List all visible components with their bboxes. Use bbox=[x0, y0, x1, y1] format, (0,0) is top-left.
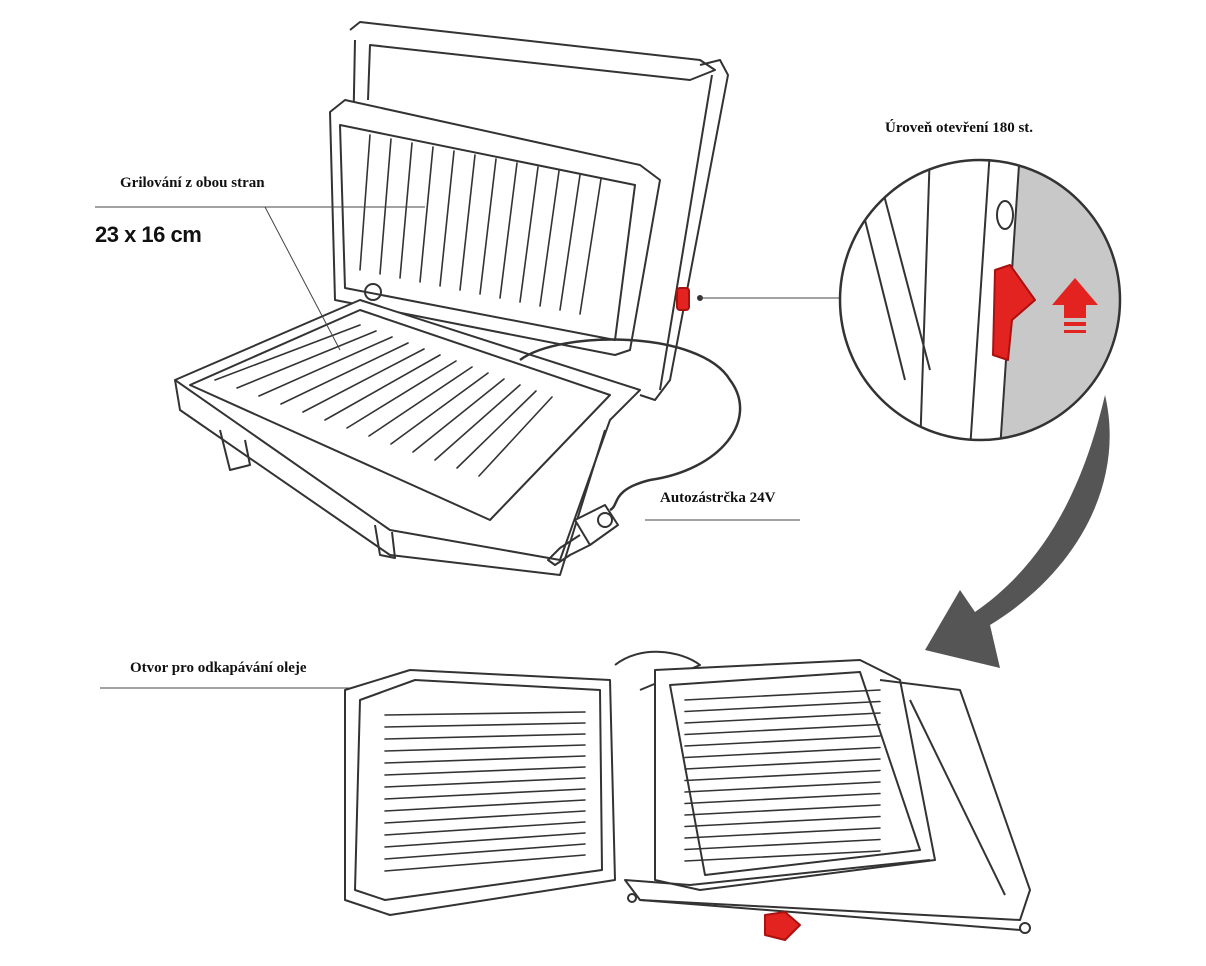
grill-ridge bbox=[684, 746, 881, 759]
latch-detail-magnifier bbox=[838, 158, 1122, 442]
grill-ridge bbox=[684, 769, 881, 782]
label-car-plug: Autozástrčka 24V bbox=[660, 490, 776, 506]
grill-ridge bbox=[359, 134, 371, 271]
grill-ridge bbox=[684, 735, 881, 747]
grill-ridge bbox=[499, 162, 518, 299]
label-dimensions: 23 x 16 cm bbox=[95, 222, 202, 247]
grill-ridge bbox=[384, 832, 586, 848]
grill-ridge bbox=[519, 166, 539, 303]
grill-ridge bbox=[384, 810, 586, 824]
grill-ridge bbox=[384, 766, 586, 776]
label-oil-drain: Otvor pro odkapávání oleje bbox=[130, 660, 307, 676]
grill-ridge bbox=[684, 804, 881, 816]
grill-ridge bbox=[684, 781, 881, 793]
grill-ridge bbox=[384, 788, 586, 800]
grill-ridge bbox=[324, 354, 441, 421]
grill-ridge bbox=[684, 723, 881, 736]
grill-ridge bbox=[479, 158, 497, 295]
grill-ridge bbox=[280, 342, 409, 405]
grill-ridge bbox=[384, 733, 586, 740]
grill-ridge bbox=[684, 712, 881, 724]
grill-ridge bbox=[214, 324, 361, 381]
grill-ridge bbox=[384, 711, 586, 716]
grill-ridge bbox=[684, 758, 881, 770]
grill-ridge bbox=[684, 827, 881, 839]
grill-ridge bbox=[384, 821, 586, 836]
grill-ridge bbox=[384, 799, 586, 812]
grill-ridge bbox=[478, 396, 553, 477]
open-grill-upright bbox=[174, 21, 742, 576]
grill-ridge bbox=[419, 146, 434, 283]
grill-ridge bbox=[384, 744, 586, 752]
grill-ridge bbox=[456, 390, 537, 469]
grill-ridge bbox=[384, 777, 586, 788]
label-both-sides: Grilování z obou stran bbox=[120, 175, 265, 191]
grill-ridge bbox=[684, 815, 881, 828]
grill-ridge bbox=[258, 336, 393, 397]
grill-ridge bbox=[390, 372, 489, 445]
grill-ridge bbox=[579, 178, 602, 315]
open-grill-flat bbox=[344, 650, 1031, 941]
grill-ridge bbox=[384, 854, 586, 872]
rotation-arrow bbox=[925, 395, 1110, 668]
label-opening-level: Úroveň otevření 180 st. bbox=[885, 120, 1034, 136]
grill-ridge bbox=[302, 348, 425, 413]
grill-ridge bbox=[439, 150, 455, 287]
grill-ridge bbox=[684, 792, 881, 805]
grill-ridge bbox=[684, 689, 881, 701]
grill-ridge bbox=[384, 843, 586, 860]
grill-ridge bbox=[236, 330, 377, 389]
grill-ridge bbox=[434, 384, 521, 461]
grill-ridge bbox=[559, 174, 581, 311]
grill-ridge bbox=[399, 142, 413, 279]
grill-ridge bbox=[539, 170, 560, 307]
grill-ridge bbox=[684, 850, 881, 862]
grill-ridge bbox=[384, 722, 586, 728]
grill-ridge bbox=[346, 360, 457, 429]
grill-ridge bbox=[459, 154, 476, 291]
grill-ridge bbox=[384, 755, 586, 764]
grill-ridge bbox=[684, 838, 881, 851]
grill-ridge bbox=[368, 366, 473, 437]
grill-ridge bbox=[412, 378, 505, 453]
grill-ridge bbox=[684, 700, 881, 713]
